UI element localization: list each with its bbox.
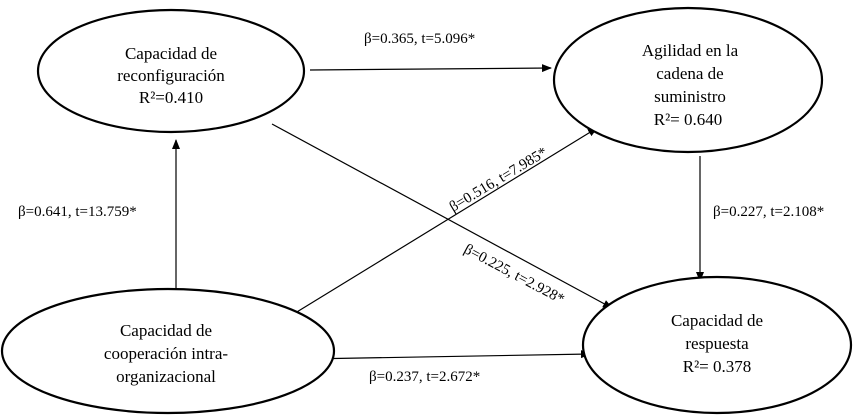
node-cooperacion-ellipse [0, 287, 336, 415]
node-respuesta-line-2: respuesta [685, 334, 749, 353]
node-cooperacion: Capacidad de cooperación intra- organiza… [0, 287, 336, 415]
node-respuesta-line-3: R²= 0.378 [683, 357, 752, 376]
edge-label-agilidad-respuesta: β=0.227, t=2.108* [713, 204, 824, 220]
node-cooperacion-line-1: Capacidad de [120, 321, 212, 340]
node-respuesta: Capacidad de respuesta R²= 0.378 [581, 275, 853, 415]
node-agilidad: Agilidad en la cadena de suministro R²= … [552, 6, 824, 154]
edge-coop-to-agilidad [286, 127, 598, 319]
node-cooperacion-line-2: cooperación intra- [104, 344, 228, 363]
edge-label-coop-agilidad: β=0.516, t=7.985* [447, 144, 551, 215]
edge-reconfig-to-agilidad [309, 64, 552, 73]
node-agilidad-line-2: cadena de [656, 64, 723, 83]
node-respuesta-line-1: Capacidad de [671, 311, 763, 330]
node-reconfiguracion-line-1: Capacidad de [125, 44, 217, 63]
edge-label-coop-respuesta: β=0.237, t=2.672* [369, 369, 480, 385]
node-reconfiguracion-line-3: R²=0.410 [139, 88, 203, 107]
node-agilidad-line-4: R²= 0.640 [654, 110, 723, 129]
edge-label-coop-reconfig: β=0.641, t=13.759* [18, 204, 137, 220]
node-agilidad-line-3: suministro [654, 87, 726, 106]
node-reconfiguracion-ellipse [36, 8, 306, 134]
node-respuesta-ellipse [581, 275, 853, 415]
node-reconfiguracion-line-2: reconfiguración [117, 66, 225, 85]
node-agilidad-ellipse [552, 6, 824, 154]
node-reconfiguracion: Capacidad de reconfiguración R²=0.410 [36, 8, 306, 134]
node-cooperacion-line-3: organizacional [116, 367, 216, 386]
edge-label-reconfig-agilidad: β=0.365, t=5.096* [364, 31, 475, 47]
node-agilidad-line-1: Agilidad en la [642, 41, 739, 60]
edge-coop-to-respuesta [305, 350, 591, 360]
edge-reconfig-to-respuesta [271, 123, 613, 309]
